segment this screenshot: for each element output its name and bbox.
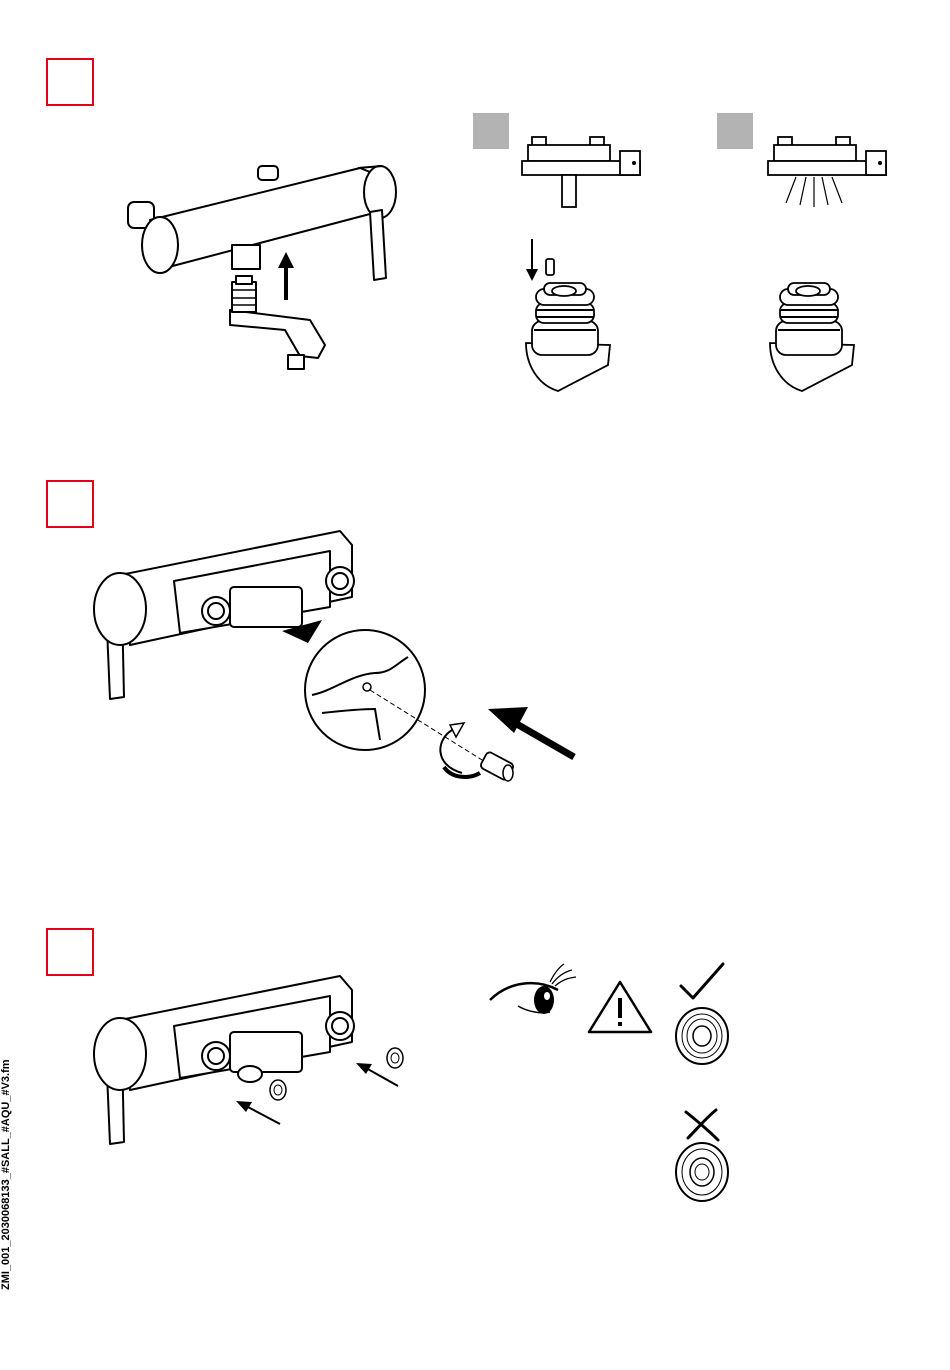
- step-3-mixer-illustration: [90, 970, 420, 1150]
- washer-left-icon: [270, 1080, 286, 1100]
- push-arrow-icon: [488, 707, 574, 757]
- correct-washer-illustration: [672, 1005, 732, 1067]
- detail-magnifier: [305, 630, 425, 750]
- step-1-frame: [46, 58, 94, 106]
- variant-a-cartridge-illustration: [518, 235, 618, 395]
- incorrect-washer-illustration: [672, 1140, 732, 1204]
- washer-right-icon: [387, 1048, 403, 1068]
- step-2-frame: [46, 480, 94, 528]
- eye-icon: [488, 962, 578, 1022]
- rotate-arrow-icon: [440, 723, 480, 777]
- variant-b-mixer-illustration: [766, 125, 891, 210]
- up-arrow-icon: [278, 252, 294, 300]
- check-icon: [677, 962, 727, 1002]
- step-3-frame: [46, 928, 94, 976]
- variant-b-cartridge-illustration: [762, 235, 862, 395]
- cross-icon: [682, 1108, 722, 1142]
- step-1-faucet-illustration: [120, 150, 410, 380]
- file-reference: ZMI_001_2030068133_#SALL_#AQU_#V3.fm: [0, 1030, 12, 1290]
- variant-marker-b: [717, 113, 753, 149]
- insert-arrow-left-icon: [236, 1101, 280, 1124]
- variant-marker-a: [473, 113, 509, 149]
- step-2-mixer-illustration: [90, 525, 590, 795]
- variant-a-mixer-illustration: [520, 125, 645, 210]
- grub-screw-icon: [480, 751, 515, 781]
- down-arrow-icon: [526, 239, 538, 281]
- warning-icon: [585, 978, 655, 1036]
